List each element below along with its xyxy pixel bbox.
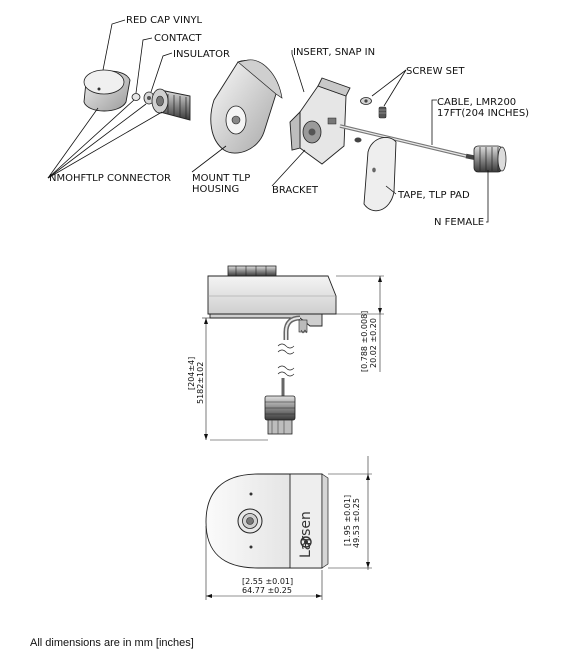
tape-tlp-pad-part: [363, 136, 397, 212]
label-contact: CONTACT: [154, 33, 202, 44]
depth-dimension: [328, 456, 372, 570]
nmohftlp-connector-part: [151, 88, 191, 121]
cable-length-inches: [204±4]: [187, 357, 196, 390]
label-bracket: BRACKET: [272, 185, 319, 196]
label-nmohftlp-connector: NMOHFTLP CONNECTOR: [49, 173, 171, 184]
red-cap-vinyl-part: [83, 69, 131, 112]
width-inches: [2.55 ±0.01]: [242, 577, 293, 586]
height-inches: [0.788 ±0.008]: [360, 311, 369, 372]
bracket-part: [289, 77, 351, 165]
label-cable-line1: CABLE, LMR200: [437, 97, 516, 108]
label-cable-line2: 17FT(204 INCHES): [437, 108, 529, 119]
side-view: [204±4] 5182±102 [0.788 ±0.008] 20.02 ±0…: [187, 265, 384, 441]
label-n-female: N FEMALE: [434, 217, 484, 228]
top-view: Larsen [1.95 ±0.01] 49.53 ±0.25 [2.55 ±0…: [205, 456, 372, 600]
cable-length-mm: 5182±102: [196, 362, 205, 404]
width-mm: 64.77 ±0.25: [242, 586, 292, 595]
width-dimension: [205, 526, 323, 600]
mount-tlp-housing-part: [210, 59, 283, 154]
callout-leader-lines: [47, 19, 489, 223]
label-mount-tlp: MOUNT TLP: [192, 173, 250, 184]
label-tape-tlp-pad: TAPE, TLP PAD: [397, 190, 470, 201]
n-female-connector-part: [473, 145, 507, 173]
label-insert-snap-in: INSERT, SNAP IN: [293, 47, 375, 58]
depth-mm: 49.53 ±0.25: [352, 498, 361, 548]
cable-length-dimension: [202, 317, 268, 441]
exploded-view: RED CAP VINYL CONTACT INSULATOR INSERT, …: [47, 15, 529, 228]
label-housing: HOUSING: [192, 184, 239, 195]
svg-text:Larsen: Larsen: [298, 511, 314, 558]
larsen-logo: Larsen: [298, 511, 314, 558]
contact-part: [131, 93, 141, 101]
height-dimension: [336, 275, 384, 372]
height-mm: 20.02 ±0.20: [369, 318, 378, 368]
screw-set-part: [354, 97, 387, 143]
depth-inches: [1.95 ±0.01]: [343, 495, 352, 546]
dimensions-footnote: All dimensions are in mm [inches]: [30, 637, 194, 649]
label-red-cap-vinyl: RED CAP VINYL: [126, 15, 203, 26]
cable-part: [339, 124, 477, 161]
label-insulator: INSULATOR: [173, 49, 230, 60]
label-screw-set: SCREW SET: [406, 66, 465, 77]
